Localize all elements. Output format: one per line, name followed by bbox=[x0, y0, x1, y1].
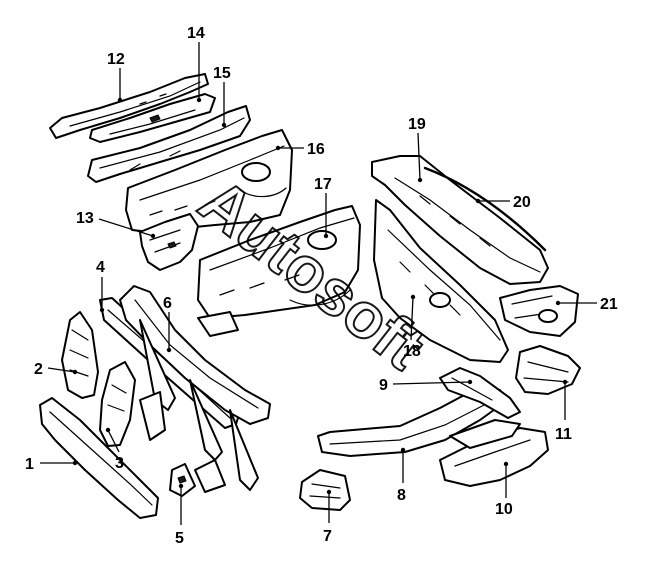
part-1-lower-crossmember bbox=[39, 397, 159, 519]
part-5-bracket bbox=[169, 463, 196, 497]
part-21-bracket bbox=[499, 285, 579, 337]
callout-5: 5 bbox=[175, 530, 184, 547]
callout-2: 2 bbox=[34, 361, 43, 378]
part-17-right-apron bbox=[197, 205, 361, 337]
callout-21: 21 bbox=[600, 296, 618, 313]
part-12-cowl-top bbox=[49, 73, 209, 139]
part-19-cowl-panel bbox=[371, 155, 549, 285]
callout-14: 14 bbox=[187, 25, 205, 42]
part-18-dash-panel bbox=[373, 199, 509, 363]
callout-17: 17 bbox=[314, 176, 332, 193]
part-2-bracket bbox=[61, 311, 99, 399]
callout-15: 15 bbox=[213, 65, 231, 82]
part-6-radiator-support bbox=[119, 285, 271, 493]
callout-3: 3 bbox=[115, 455, 124, 472]
part-10-reinforcement bbox=[439, 419, 549, 487]
part-15-dash-upper bbox=[87, 105, 251, 183]
part-20-weatherstrip bbox=[423, 166, 547, 252]
part-7-mount bbox=[299, 469, 351, 511]
part-13-bracket bbox=[139, 213, 199, 271]
callout-1: 1 bbox=[25, 456, 34, 473]
callout-16: 16 bbox=[307, 141, 325, 158]
callout-7: 7 bbox=[323, 528, 332, 545]
part-16-left-apron bbox=[125, 129, 293, 233]
callout-19: 19 bbox=[408, 116, 426, 133]
leader-lines bbox=[40, 42, 597, 525]
callout-labels: 12 14 15 16 13 17 19 20 18 21 4 6 2 1 3 … bbox=[25, 25, 618, 547]
callout-12: 12 bbox=[107, 51, 125, 68]
part-11-bracket bbox=[515, 345, 581, 395]
callout-10: 10 bbox=[495, 501, 513, 518]
callout-4: 4 bbox=[96, 259, 105, 276]
part-14-cowl-upper bbox=[89, 93, 216, 143]
part-3-center-bracket bbox=[99, 361, 166, 447]
callout-9: 9 bbox=[379, 377, 388, 394]
callout-8: 8 bbox=[397, 487, 406, 504]
callout-6: 6 bbox=[163, 295, 172, 312]
callout-20: 20 bbox=[513, 194, 531, 211]
callout-11: 11 bbox=[555, 426, 572, 443]
callout-13: 13 bbox=[76, 210, 94, 227]
callout-18: 18 bbox=[403, 343, 421, 360]
